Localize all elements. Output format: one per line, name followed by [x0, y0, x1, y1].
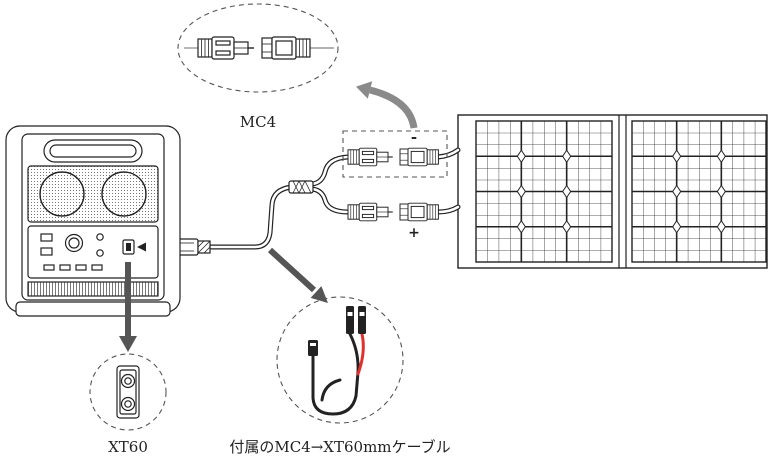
mc4-highlight-box [342, 130, 448, 178]
solar-panels [457, 114, 768, 269]
output-port [91, 264, 103, 271]
xt60-detail-circle [89, 353, 167, 431]
xt60-label: XT60 [108, 438, 148, 456]
mc4-xt60-cable [175, 147, 461, 256]
xt60-plug [175, 238, 211, 256]
usb-port [40, 233, 53, 242]
xt60-input-port [122, 239, 135, 255]
mc4-detail-callout [177, 3, 339, 93]
mc4-female-connector-positive [399, 202, 439, 222]
usb-port [40, 247, 53, 256]
lower-vent [27, 281, 159, 297]
mc4-pair-negative [347, 147, 439, 167]
negative-polarity-label: - [411, 128, 417, 146]
mini-mc4-connector [358, 306, 366, 334]
mc4-female-connector-negative [399, 147, 439, 167]
xt60-detail-callout [89, 353, 167, 431]
output-port [59, 264, 71, 271]
solar-panel-right [631, 120, 767, 263]
mc4-label: MC4 [240, 113, 276, 131]
positive-polarity-label: + [408, 225, 420, 241]
indicator-light [96, 249, 104, 257]
mc4-female-connector-detail [261, 36, 311, 60]
cable-red-wire [356, 332, 365, 376]
mini-xt60-plug [308, 340, 318, 356]
mc4-detail-ellipse [177, 3, 339, 93]
cable-detail-callout [276, 296, 404, 424]
port-pointer-icon [137, 242, 146, 252]
mc4-male-connector-negative [347, 147, 394, 167]
solar-panel-left [475, 120, 613, 263]
output-port [43, 264, 55, 271]
cable-black-wire [311, 332, 360, 416]
power-station-base [15, 301, 171, 317]
mc4-callout-arrow [356, 81, 418, 129]
control-panel [27, 225, 159, 279]
cable-caption: 付属のMC4→XT60mmケーブル [229, 438, 450, 456]
y-splitter [288, 180, 314, 194]
mc4-pair-positive [347, 202, 439, 222]
panel-diamond-marks [672, 149, 726, 234]
power-station [5, 125, 181, 317]
xt60-callout-arrow [119, 262, 137, 352]
mc4-male-connector-detail [197, 36, 255, 60]
handle [49, 144, 137, 158]
mini-mc4-connector [346, 306, 354, 334]
cable-callout-arrow [267, 247, 328, 303]
output-port [75, 264, 87, 271]
panel-diamond-marks [516, 149, 572, 234]
indicator-light [96, 233, 104, 241]
mc4-male-connector-positive [347, 202, 394, 222]
cable-detail-circle [276, 296, 404, 424]
